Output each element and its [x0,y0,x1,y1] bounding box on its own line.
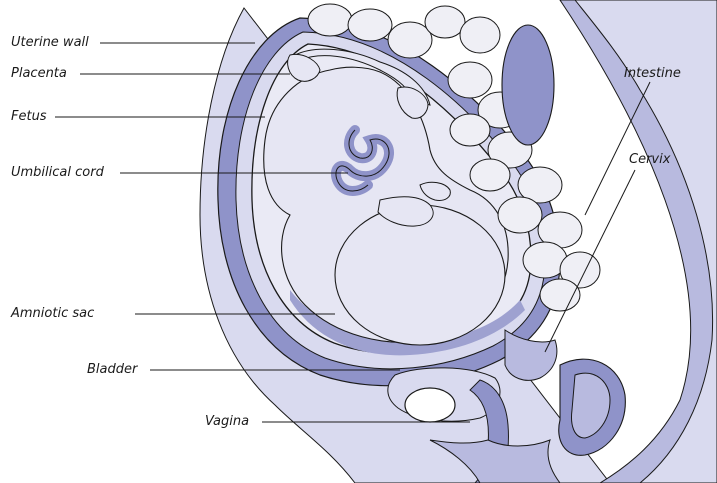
kidney [502,25,554,145]
label-cervix: Cervix [629,152,670,167]
label-uterine-wall: Uterine wall [11,35,89,50]
fetus-head [335,205,505,345]
pubic-bone [405,388,455,422]
label-placenta: Placenta [11,66,67,81]
label-fetus: Fetus [11,109,47,124]
label-amniotic-sac: Amniotic sac [11,306,94,321]
leader-intestine [585,82,650,215]
label-intestine: Intestine [624,66,681,81]
label-bladder: Bladder [87,362,137,377]
label-umbilical-cord: Umbilical cord [11,165,104,180]
label-vagina: Vagina [205,414,249,429]
